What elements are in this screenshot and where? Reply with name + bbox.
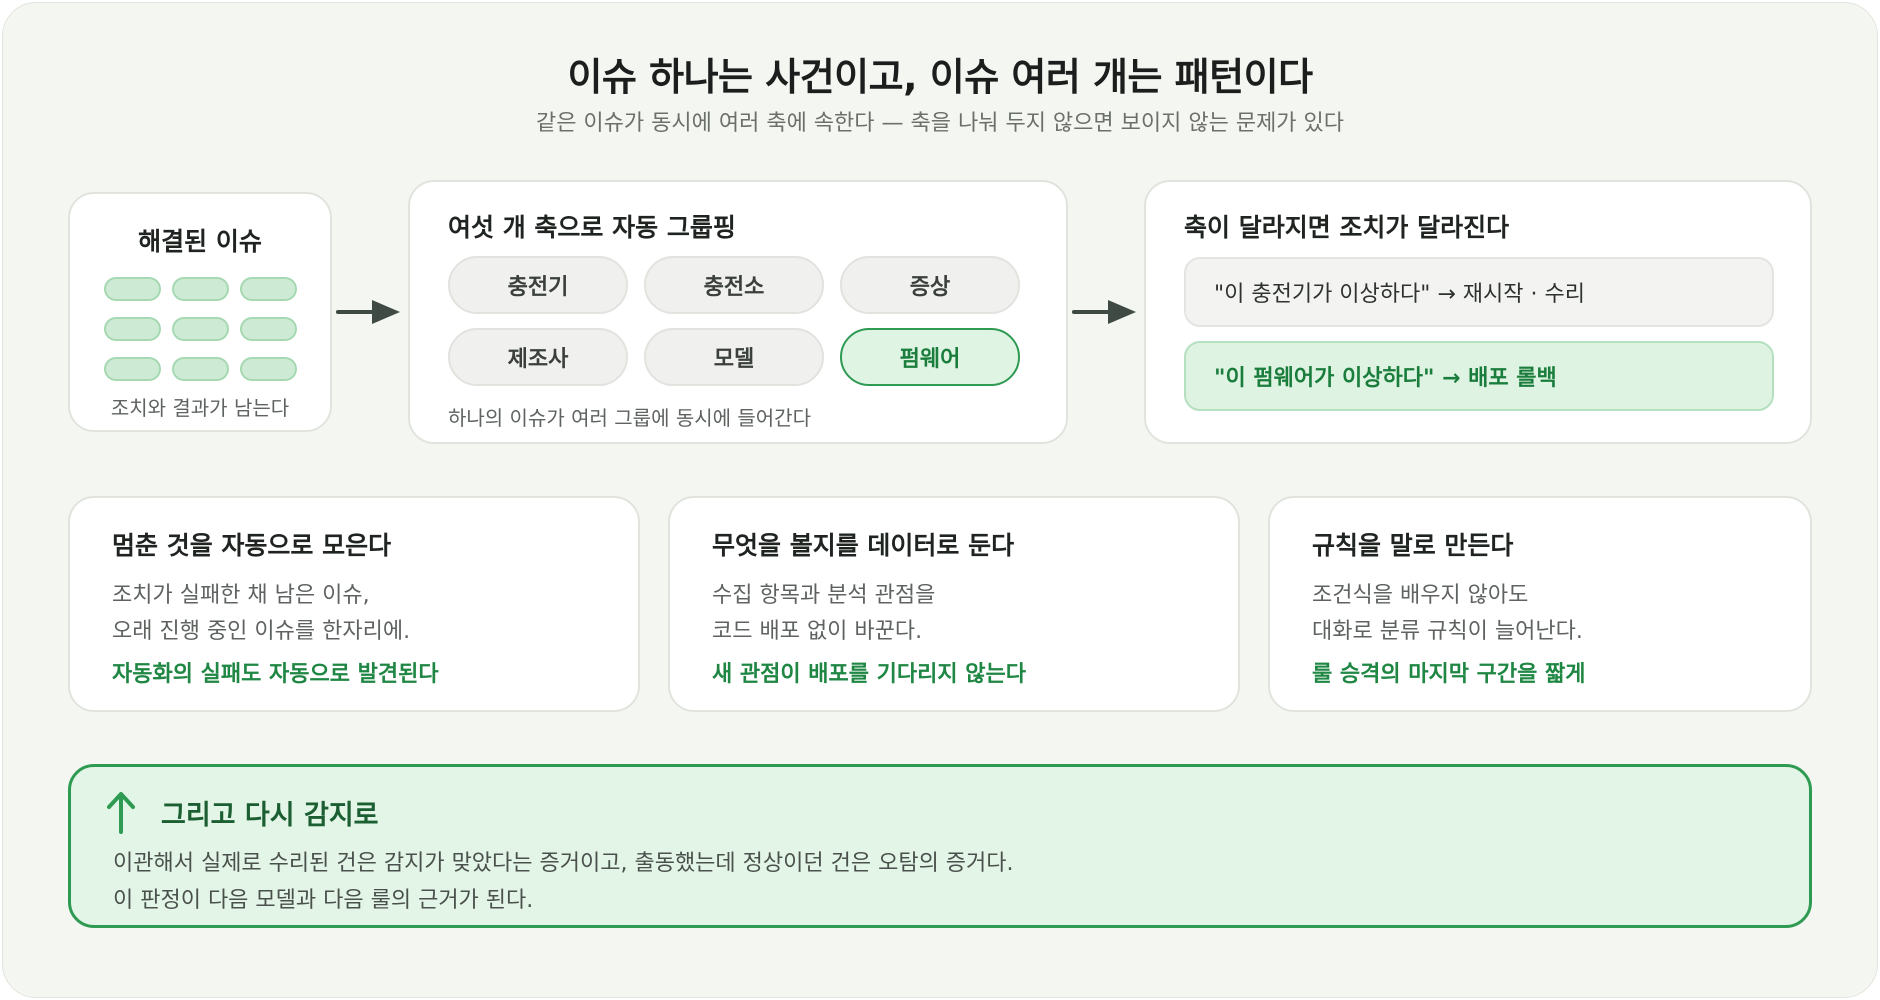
info-card-data-config: 무엇을 볼지를 데이터로 둔다 수집 항목과 분석 관점을 코드 배포 없이 바…	[668, 496, 1240, 712]
issue-pill	[172, 317, 229, 341]
axis-chip-charger: 충전기	[448, 256, 628, 314]
issue-pill	[240, 317, 297, 341]
info-card-title: 무엇을 볼지를 데이터로 둔다	[712, 531, 1015, 560]
info-card-body: 조건식을 배우지 않아도 대화로 분류 규칙이 늘어난다.	[1312, 578, 1583, 650]
info-card-footer: 룰 승격의 마지막 구간을 짧게	[1312, 662, 1586, 687]
issue-pill	[104, 277, 161, 301]
feedback-loop-box: 그리고 다시 감지로 이관해서 실제로 수리된 건은 감지가 맞았다는 증거이고…	[68, 764, 1812, 928]
axis-chip-manufacturer: 제조사	[448, 328, 628, 386]
feedback-title: 그리고 다시 감지로	[161, 800, 379, 831]
action-row-firmware: "이 펌웨어가 이상하다" → 배포 롤백	[1184, 341, 1774, 411]
resolved-issues-footer: 조치와 결과가 남는다	[110, 396, 290, 420]
axis-chip-model: 모델	[644, 328, 824, 386]
feedback-line: 이관해서 실제로 수리된 건은 감지가 맞았다는 증거이고, 출동했는데 정상이…	[113, 851, 1014, 876]
issue-pill	[172, 357, 229, 381]
info-card-line: 대화로 분류 규칙이 늘어난다.	[1312, 619, 1583, 644]
action-row-charger: "이 충전기가 이상하다" → 재시작 · 수리	[1184, 257, 1774, 327]
flow-arrow-right-icon	[1072, 297, 1136, 327]
info-card-rules: 규칙을 말로 만든다 조건식을 배우지 않아도 대화로 분류 규칙이 늘어난다.…	[1268, 496, 1812, 712]
axis-chip-symptom: 증상	[840, 256, 1020, 314]
axis-grouping-footer: 하나의 이슈가 여러 그룹에 동시에 들어간다	[448, 406, 811, 430]
axis-grouping-title: 여섯 개 축으로 자동 그룹핑	[448, 213, 736, 242]
feedback-body: 이관해서 실제로 수리된 건은 감지가 맞았다는 증거이고, 출동했는데 정상이…	[113, 845, 1014, 919]
page-title: 이슈 하나는 사건이고, 이슈 여러 개는 패턴이다	[567, 55, 1313, 99]
flow-arrow-right-icon	[336, 297, 400, 327]
page-subtitle: 같은 이슈가 동시에 여러 축에 속한다 — 축을 나눠 두지 않으면 보이지 …	[535, 111, 1345, 136]
info-card-title: 멈춘 것을 자동으로 모은다	[112, 531, 392, 560]
issue-pill	[104, 317, 161, 341]
axis-grouping-card: 여섯 개 축으로 자동 그룹핑 충전기 충전소 증상 제조사 모델 펌웨어 하나…	[408, 180, 1068, 444]
feedback-line: 이 판정이 다음 모델과 다음 룰의 근거가 된다.	[113, 888, 534, 913]
info-card-line: 조건식을 배우지 않아도	[1312, 583, 1529, 608]
resolved-issues-title: 해결된 이슈	[138, 227, 262, 256]
info-card-stalled: 멈춘 것을 자동으로 모은다 조치가 실패한 채 남은 이슈, 오래 진행 중인…	[68, 496, 640, 712]
info-card-footer: 새 관점이 배포를 기다리지 않는다	[712, 662, 1026, 687]
arrow-up-icon	[107, 792, 135, 834]
info-card-body: 수집 항목과 분석 관점을 코드 배포 없이 바꾼다.	[712, 578, 935, 650]
resolved-issues-card: 해결된 이슈 조치와 결과가 남는다	[68, 192, 332, 432]
issue-pill	[240, 357, 297, 381]
info-card-footer: 자동화의 실패도 자동으로 발견된다	[112, 662, 439, 687]
info-card-title: 규칙을 말로 만든다	[1312, 531, 1514, 560]
info-card-line: 조치가 실패한 채 남은 이슈,	[112, 583, 370, 608]
axis-chip-firmware: 펌웨어	[840, 328, 1020, 386]
info-card-body: 조치가 실패한 채 남은 이슈, 오래 진행 중인 이슈를 한자리에.	[112, 578, 410, 650]
info-card-line: 수집 항목과 분석 관점을	[712, 583, 936, 608]
info-card-line: 코드 배포 없이 바꾼다.	[712, 619, 923, 644]
axis-action-card: 축이 달라지면 조치가 달라진다 "이 충전기가 이상하다" → 재시작 · 수…	[1144, 180, 1812, 444]
issue-pill	[172, 277, 229, 301]
arrow-shaft	[336, 310, 378, 314]
axis-chip-station: 충전소	[644, 256, 824, 314]
axis-action-title: 축이 달라지면 조치가 달라진다	[1184, 213, 1510, 242]
arrow-shaft	[1072, 310, 1114, 314]
arrow-head	[372, 300, 400, 324]
arrow-head	[1108, 300, 1136, 324]
issue-pill	[104, 357, 161, 381]
issue-pill	[240, 277, 297, 301]
info-card-line: 오래 진행 중인 이슈를 한자리에.	[112, 619, 411, 644]
